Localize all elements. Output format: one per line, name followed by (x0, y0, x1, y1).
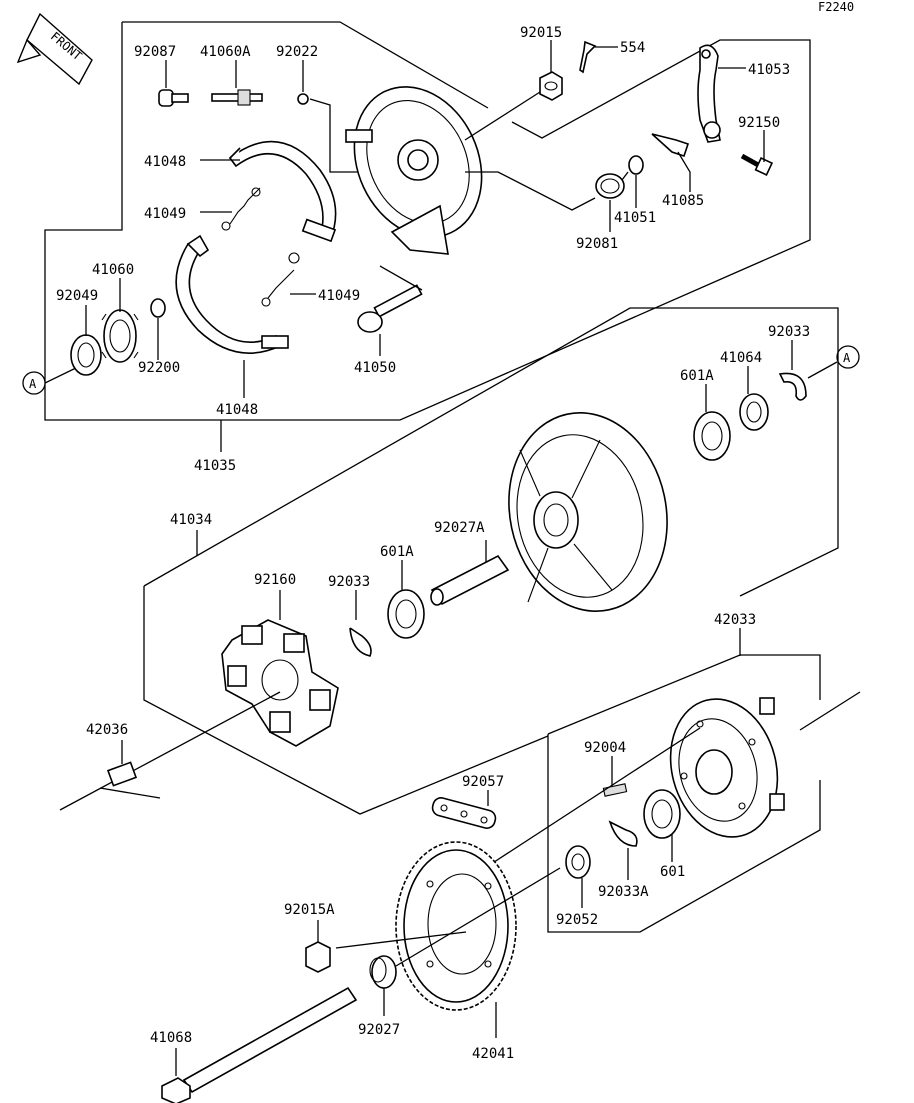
label-41060A: 41060A (200, 44, 251, 60)
part-41064 (739, 393, 769, 431)
label-554: 554 (620, 40, 645, 56)
label-41085: 41085 (662, 193, 704, 209)
part-92015 (539, 71, 563, 101)
label-41068: 41068 (150, 1030, 192, 1046)
part-554 (579, 40, 597, 74)
label-92081: 92081 (576, 236, 618, 252)
part-601 (643, 789, 681, 839)
label-601A-mid: 601A (380, 544, 414, 560)
part-92004 (602, 783, 628, 797)
part-92160 (221, 619, 339, 747)
svg-text:A: A (29, 377, 37, 391)
part-41068 (161, 986, 358, 1103)
part-92200 (150, 298, 166, 318)
label-92022: 92022 (276, 44, 318, 60)
label-41034: 41034 (170, 512, 212, 528)
label-41053: 41053 (748, 62, 790, 78)
part-42036 (106, 761, 138, 787)
ref-a-left: A (22, 371, 46, 395)
part-92033-mid (349, 627, 372, 657)
part-42041 (395, 841, 517, 1011)
label-41048-top: 41048 (144, 154, 186, 170)
part-41060A (211, 89, 263, 106)
part-92087 (158, 89, 189, 107)
label-41060: 41060 (92, 262, 134, 278)
part-601A-mid (387, 589, 425, 639)
label-601: 601 (660, 864, 685, 880)
label-92027A: 92027A (434, 520, 485, 536)
ref-a-right: A (836, 345, 860, 369)
label-41049-mid: 41049 (318, 288, 360, 304)
label-41051: 41051 (614, 210, 656, 226)
part-92150 (740, 153, 774, 176)
label-92004: 92004 (584, 740, 626, 756)
label-92033-top: 92033 (768, 324, 810, 340)
label-41035: 41035 (194, 458, 236, 474)
part-41085 (651, 133, 690, 158)
part-92057 (431, 797, 497, 829)
label-42041: 42041 (472, 1046, 514, 1062)
label-92150: 92150 (738, 115, 780, 131)
group-outline-wheel (143, 586, 549, 815)
part-92033-top (778, 372, 807, 401)
part-92027A (430, 554, 510, 606)
part-41050 (357, 284, 423, 333)
part-41060 (101, 309, 139, 363)
label-92200: 92200 (138, 360, 180, 376)
part-92015A (305, 941, 331, 973)
part-41048-bot (175, 234, 289, 354)
part-42033 (669, 697, 785, 838)
label-92057: 92057 (462, 774, 504, 790)
group-outline-brake (44, 22, 811, 421)
part-92033A (608, 820, 638, 847)
label-92027: 92027 (358, 1022, 400, 1038)
label-92015A: 92015A (284, 902, 335, 918)
label-92033-mid: 92033 (328, 574, 370, 590)
label-601A-top: 601A (680, 368, 714, 384)
label-92049: 92049 (56, 288, 98, 304)
figure-code: F2240 (818, 0, 854, 14)
group-outline-sprocket (547, 734, 821, 933)
part-41049-mid (261, 252, 300, 307)
part-41049-top (221, 187, 261, 231)
part-92052 (565, 845, 591, 879)
part-92027 (369, 955, 397, 989)
label-92087: 92087 (134, 44, 176, 60)
label-92033A: 92033A (598, 884, 649, 900)
label-41064: 41064 (720, 350, 762, 366)
part-92049 (70, 334, 102, 376)
part-41051 (628, 155, 644, 175)
part-brake-panel (345, 86, 483, 255)
part-92081 (595, 171, 629, 199)
part-41053 (697, 44, 721, 143)
part-wheel-hub (508, 412, 668, 612)
group-outline-top (122, 21, 489, 109)
label-92052: 92052 (556, 912, 598, 928)
part-92022 (297, 93, 309, 105)
part-41048-top (228, 140, 337, 243)
label-42036: 42036 (86, 722, 128, 738)
label-92160: 92160 (254, 572, 296, 588)
part-601A-top (693, 411, 731, 461)
label-41048-bot: 41048 (216, 402, 258, 418)
label-41049-top: 41049 (144, 206, 186, 222)
svg-text:A: A (843, 351, 851, 365)
label-42033: 42033 (714, 612, 756, 628)
front-arrow-icon: FRONT (16, 12, 93, 86)
label-41050: 41050 (354, 360, 396, 376)
label-92015: 92015 (520, 25, 562, 41)
